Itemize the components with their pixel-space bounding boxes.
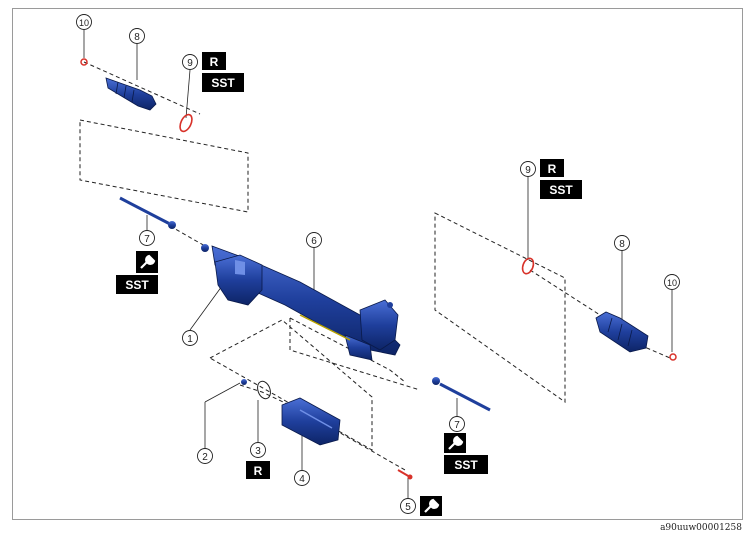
bolt-part-5 (397, 469, 413, 480)
callout-9-right: 9 (520, 161, 536, 177)
callout-label: 10 (79, 18, 89, 28)
figure-code: a90uuw00001258 (660, 523, 742, 533)
badge-label: SST (454, 458, 478, 472)
badge-r-right: R (540, 159, 564, 177)
diagram-frame (12, 8, 743, 520)
badge-sst-left: SST (116, 275, 158, 294)
axis-line-top-left (83, 61, 201, 115)
badge-label: SST (549, 183, 573, 197)
badge-r-bottom: R (246, 461, 270, 479)
callout-5: 5 (400, 498, 416, 514)
wrench-icon (420, 496, 442, 516)
callout-label: 9 (525, 165, 531, 176)
callout-label: 7 (144, 234, 150, 245)
seal-ring-part-9-top (179, 113, 193, 133)
callout-6: 6 (306, 232, 322, 248)
badge-sst-top: SST (202, 73, 244, 92)
callout-10-right: 10 (664, 274, 680, 290)
badge-label: R (548, 162, 557, 176)
callout-label: 9 (187, 58, 193, 69)
boot-part-8-left (105, 77, 157, 111)
dashed-box-top-left (79, 119, 249, 213)
callout-1: 1 (182, 330, 198, 346)
dashed-box-bottom (208, 319, 373, 451)
nut-part-2 (241, 379, 247, 385)
badge-sst-right: SST (540, 180, 582, 199)
callout-label: 7 (454, 420, 460, 431)
callout-10-left: 10 (76, 14, 92, 30)
dashed-line-lower (289, 318, 421, 391)
steering-gear-housing-part-6 (201, 244, 401, 361)
dashed-box-right (434, 212, 566, 403)
callout-label: 3 (255, 446, 261, 457)
callout-7-left: 7 (139, 230, 155, 246)
badge-label: R (254, 464, 263, 478)
callout-9-top: 9 (182, 54, 198, 70)
callout-label: 10 (667, 278, 677, 288)
boot-part-8-right (595, 311, 649, 353)
badge-label: SST (211, 76, 235, 90)
clip-part-10-left (80, 58, 88, 66)
callout-2: 2 (197, 448, 213, 464)
o-ring-part-3 (257, 380, 271, 400)
dashed-line-center (289, 317, 406, 383)
callout-4: 4 (294, 470, 310, 486)
badge-r-top: R (202, 52, 226, 70)
clip-part-10-right (669, 353, 677, 361)
callout-label: 2 (202, 452, 208, 463)
callout-3: 3 (250, 442, 266, 458)
callout-label: 4 (299, 474, 305, 485)
seal-ring-part-9-right (521, 257, 535, 275)
callout-label: 5 (405, 502, 411, 513)
callout-label: 6 (311, 236, 317, 247)
dashed-leader-lines (79, 61, 671, 471)
badge-label: SST (125, 278, 149, 292)
callout-leaders (83, 30, 673, 498)
callout-8-left: 8 (129, 28, 145, 44)
cylinder-part-4 (281, 397, 341, 446)
callout-label: 8 (619, 239, 625, 250)
callout-8-right: 8 (614, 235, 630, 251)
tie-rod-part-7-left (119, 196, 176, 229)
axis-line-left (169, 225, 206, 247)
badge-label: R (210, 55, 219, 69)
callout-7-right: 7 (449, 416, 465, 432)
badge-sst-bottom: SST (444, 455, 488, 474)
axis-line-bottom (239, 384, 406, 471)
callout-label: 1 (187, 334, 193, 345)
callout-label: 8 (134, 32, 140, 43)
axis-line-far-right (639, 344, 671, 359)
wrench-icon (444, 433, 466, 453)
wrench-icon (136, 251, 158, 273)
tie-rod-part-7-right (432, 377, 491, 412)
